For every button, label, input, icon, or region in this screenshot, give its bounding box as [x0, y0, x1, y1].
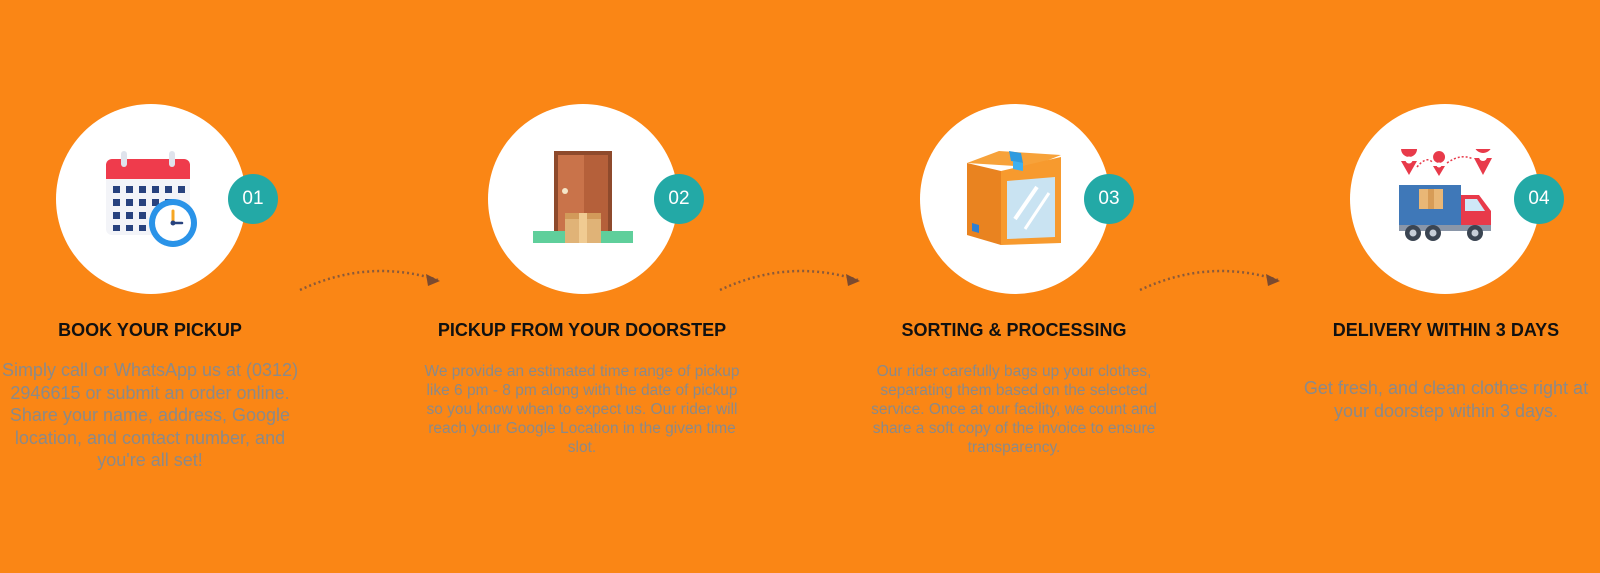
- step-3-description: Our rider carefully bags up your clothes…: [871, 363, 1157, 456]
- step-2-description: We provide an estimated time range of pi…: [424, 363, 740, 456]
- step-1-number-badge: 01: [228, 174, 278, 224]
- step-4-title: DELIVERY WITHIN 3 DAYS: [1332, 320, 1560, 340]
- calendar-clock-icon: [106, 151, 197, 247]
- delivery-truck-icon: [1399, 149, 1492, 241]
- dotted-arrow-icon: [299, 269, 440, 292]
- step-2-circle: [488, 104, 678, 294]
- dotted-arrow-icon: [1139, 269, 1280, 292]
- step-3-title: SORTING & PROCESSING: [901, 320, 1127, 340]
- step-1-description: Simply call or WhatsApp us at (0312) 294…: [1, 360, 299, 470]
- step-4-number-badge: 04: [1514, 174, 1564, 224]
- step-1-circle: [56, 104, 246, 294]
- step-4-description: Get fresh, and clean clothes right at yo…: [1303, 378, 1589, 421]
- step-3-circle: [920, 104, 1110, 294]
- door-package-icon: [533, 151, 633, 243]
- step-1-title: BOOK YOUR PICKUP: [58, 320, 242, 340]
- step-4-circle: [1350, 104, 1540, 294]
- box-icon: [967, 151, 1061, 245]
- dotted-arrow-icon: [719, 269, 860, 292]
- step-3-number-badge: 03: [1084, 174, 1134, 224]
- step-2-title: PICKUP FROM YOUR DOORSTEP: [437, 320, 727, 340]
- step-2-number-badge: 02: [654, 174, 704, 224]
